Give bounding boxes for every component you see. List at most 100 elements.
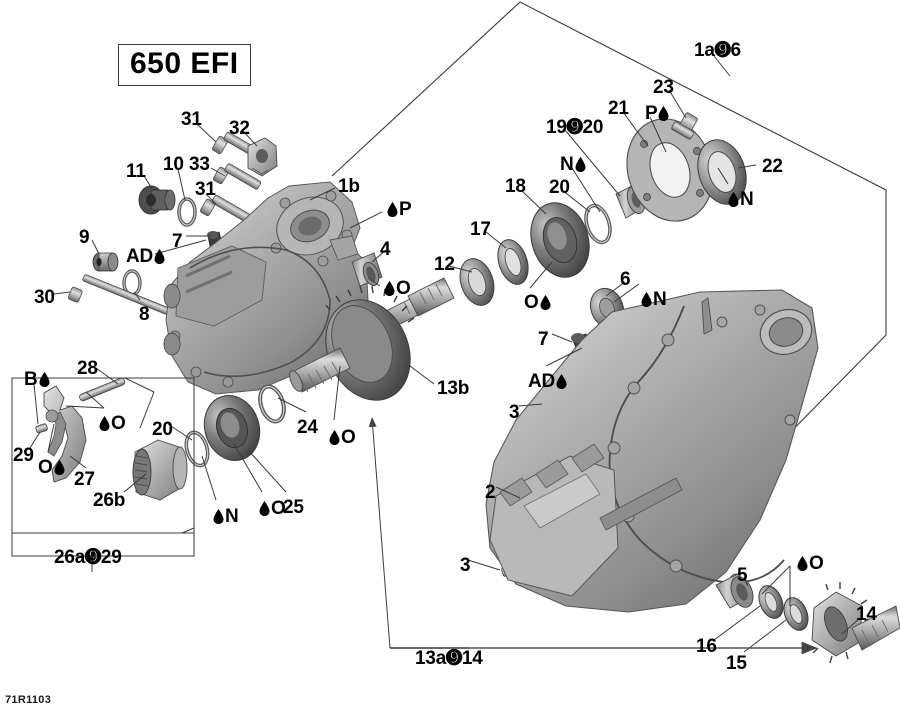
callout-4: 4 bbox=[380, 239, 391, 260]
callout-b: B bbox=[24, 370, 51, 389]
lubricant-droplet-icon bbox=[797, 556, 808, 571]
callout-label: O bbox=[271, 498, 286, 519]
callout-31: 31 bbox=[181, 110, 202, 129]
callout-n: N bbox=[560, 155, 587, 174]
callout-label: O bbox=[524, 292, 539, 313]
callout-1b: 1b bbox=[338, 177, 360, 196]
part-31-bolt-lower bbox=[200, 194, 250, 222]
callout-label: 31 bbox=[195, 179, 216, 200]
callout-19-20: 19➒20 bbox=[546, 118, 603, 137]
callout-14: 14 bbox=[856, 605, 877, 624]
callout-o: O bbox=[258, 499, 286, 518]
part-17-washer bbox=[497, 239, 529, 285]
lubricant-droplet-icon bbox=[329, 430, 340, 445]
part-14-pinion-shaft bbox=[811, 582, 900, 664]
callout-label: 21 bbox=[608, 98, 629, 119]
callout-label: 9 bbox=[79, 227, 90, 248]
callout-o: O bbox=[383, 279, 411, 298]
lubricant-droplet-icon bbox=[556, 374, 567, 389]
part-32-bracket bbox=[247, 137, 278, 177]
exploded-view-boundary bbox=[331, 1, 887, 519]
part-16-washer bbox=[758, 585, 784, 619]
callout-label: 3 bbox=[460, 555, 471, 576]
callout-n: N bbox=[212, 507, 239, 526]
callout-o: O bbox=[98, 414, 126, 433]
callout-label: 1b bbox=[338, 176, 360, 197]
callout-label: 1a➒6 bbox=[694, 40, 741, 61]
callout-label: 13b bbox=[437, 378, 470, 399]
callout-label: 8 bbox=[139, 304, 150, 325]
callout-20: 20 bbox=[549, 178, 570, 197]
part-12-seal bbox=[459, 258, 495, 306]
callout-label: 29 bbox=[13, 445, 34, 466]
callout-24: 24 bbox=[297, 418, 318, 437]
callout-label: 27 bbox=[74, 469, 95, 490]
callout-label: 26a➒29 bbox=[54, 547, 122, 568]
lubricant-droplet-icon bbox=[154, 249, 165, 264]
part-23-bolt bbox=[671, 112, 698, 140]
callout-label: 2 bbox=[485, 482, 496, 503]
lubricant-droplet-icon bbox=[384, 281, 395, 296]
callout-label: 10 bbox=[163, 154, 184, 175]
part-33-bolt bbox=[213, 163, 262, 190]
callout-label: N bbox=[560, 154, 574, 175]
callout-7: 7 bbox=[538, 330, 549, 349]
callout-label: O bbox=[396, 278, 411, 299]
callout-3: 3 bbox=[509, 402, 520, 423]
callout-ad: AD bbox=[528, 372, 568, 391]
callout-n: N bbox=[727, 190, 754, 209]
callout-2: 2 bbox=[485, 482, 496, 503]
lubricant-droplet-icon bbox=[259, 501, 270, 516]
callout-10: 10 bbox=[163, 155, 184, 174]
callout-label: 19➒20 bbox=[546, 117, 604, 138]
callout-31: 31 bbox=[195, 180, 216, 199]
lubricant-droplet-icon bbox=[728, 192, 739, 207]
callout-label: 20 bbox=[549, 177, 570, 198]
callout-26b: 26b bbox=[93, 491, 125, 510]
callout-label: 14 bbox=[856, 604, 877, 625]
callout-o: O bbox=[38, 458, 66, 477]
callout-3: 3 bbox=[460, 555, 471, 576]
callout-ad: AD bbox=[126, 247, 166, 266]
callout-label: 4 bbox=[380, 239, 391, 260]
lubricant-droplet-icon bbox=[658, 106, 669, 121]
lubricant-droplet-icon bbox=[540, 295, 551, 310]
lubricant-droplet-icon bbox=[54, 460, 65, 475]
callout-label: 12 bbox=[434, 254, 455, 275]
part-20-o-ring-left bbox=[184, 430, 210, 468]
model-title-box: 650 EFI bbox=[118, 44, 251, 86]
callout-label: 18 bbox=[505, 176, 526, 197]
callout-label: 3 bbox=[509, 402, 520, 423]
callout-label: 11 bbox=[126, 161, 146, 182]
callout-20: 20 bbox=[152, 420, 173, 439]
part-26b-splined-hub bbox=[132, 439, 188, 501]
callout-33: 33 bbox=[189, 155, 210, 174]
callout-label: 23 bbox=[653, 77, 674, 98]
callout-label: O bbox=[38, 457, 53, 478]
part-4-bushing bbox=[351, 252, 383, 287]
callout-16: 16 bbox=[696, 637, 717, 656]
callout-13a-14: 13a➒14 bbox=[415, 649, 483, 668]
part-15-washer bbox=[783, 597, 809, 631]
part-24-o-ring bbox=[258, 384, 286, 424]
callout-9: 9 bbox=[79, 227, 90, 248]
callout-label: P bbox=[645, 103, 658, 124]
lubricant-droplet-icon bbox=[575, 157, 586, 172]
lubricant-droplet-icon bbox=[641, 292, 652, 307]
part-11-plug bbox=[138, 185, 176, 215]
callout-label: N bbox=[740, 189, 754, 210]
callout-label: 7 bbox=[172, 231, 183, 252]
callout-label: AD bbox=[528, 371, 556, 392]
diagram-reference-code: 71R1103 bbox=[5, 694, 52, 706]
callout-label: AD bbox=[126, 246, 154, 267]
callout-21: 21 bbox=[608, 99, 629, 118]
part-27-shift-fork bbox=[43, 385, 87, 483]
callout-p: P bbox=[386, 200, 412, 219]
part-28-shift-rod bbox=[79, 377, 126, 402]
callout-p: P bbox=[645, 104, 670, 123]
model-title: 650 EFI bbox=[130, 47, 239, 80]
callout-label: 13a➒14 bbox=[415, 648, 483, 669]
lubricant-droplet-icon bbox=[39, 372, 50, 387]
